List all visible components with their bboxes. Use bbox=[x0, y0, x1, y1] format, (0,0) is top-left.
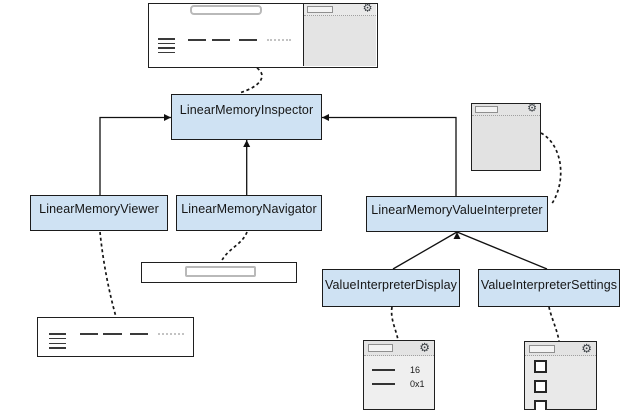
node-linear-memory-inspector: LinearMemoryInspector bbox=[171, 94, 322, 140]
node-label: LinearMemoryViewer bbox=[39, 202, 159, 216]
link-settings-window bbox=[548, 306, 560, 342]
gear-icon[interactable]: ⚙ bbox=[581, 341, 592, 355]
node-label: ValueInterpreterSettings bbox=[480, 278, 618, 292]
node-value-interpreter-display: ValueInterpreterDisplay bbox=[322, 269, 460, 307]
window-header: ⚙ bbox=[364, 341, 434, 356]
memory-bytes-sketch bbox=[80, 333, 98, 335]
panel-input-sketch[interactable] bbox=[306, 6, 333, 13]
gear-icon[interactable]: ⚙ bbox=[419, 340, 430, 355]
memory-viewer-wireframe bbox=[37, 317, 194, 357]
node-linear-memory-navigator: LinearMemoryNavigator bbox=[176, 195, 322, 231]
navigator-input-wireframe bbox=[141, 262, 297, 283]
memory-bytes-sketch bbox=[239, 39, 257, 41]
memory-bytes-sketch bbox=[103, 333, 122, 335]
window-input-sketch[interactable] bbox=[475, 106, 498, 113]
memory-bytes-sketch bbox=[130, 333, 148, 335]
node-label: LinearMemoryInspector bbox=[179, 103, 314, 117]
menu-lines-icon bbox=[158, 38, 175, 53]
address-field-sketch[interactable] bbox=[185, 266, 256, 277]
type-line-sketch bbox=[372, 383, 395, 385]
settings-checkbox[interactable] bbox=[534, 360, 547, 373]
type-line-sketch bbox=[372, 369, 395, 371]
value-text: 0x1 bbox=[410, 379, 425, 389]
menu-lines-icon bbox=[49, 333, 66, 349]
memory-ascii-sketch bbox=[267, 39, 291, 41]
window-input-sketch[interactable] bbox=[368, 344, 393, 352]
node-label: LinearMemoryNavigator bbox=[181, 202, 317, 216]
link-viewer-wireframe bbox=[99, 231, 117, 318]
link-wireframe-inspector bbox=[238, 67, 263, 94]
memory-bytes-sketch bbox=[188, 39, 206, 41]
link-window-valueinterpreter bbox=[540, 132, 562, 206]
memory-inspector-wireframe: ⚙ bbox=[148, 3, 378, 68]
memory-bytes-sketch bbox=[212, 39, 230, 41]
memory-ascii-sketch bbox=[158, 333, 184, 335]
edge-arrowheads bbox=[164, 114, 461, 239]
edge-inspector-valueinterpreter bbox=[322, 116, 457, 196]
settings-checkbox[interactable] bbox=[534, 400, 547, 410]
panel-header: ⚙ bbox=[303, 2, 376, 16]
node-linear-memory-viewer: LinearMemoryViewer bbox=[30, 195, 168, 231]
settings-window-mock: ⚙ bbox=[524, 341, 597, 410]
window-input-sketch[interactable] bbox=[529, 344, 555, 353]
value-row: 0x1 bbox=[372, 379, 425, 389]
edge-inspector-viewer bbox=[99, 116, 171, 195]
node-linear-memory-value-interpreter: LinearMemoryValueInterpreter bbox=[366, 196, 548, 232]
interpreter-window-mock: ⚙ bbox=[471, 103, 541, 171]
window-header: ⚙ bbox=[472, 102, 540, 116]
gear-icon[interactable]: ⚙ bbox=[362, 2, 373, 15]
edge-valueinterpreter-display bbox=[392, 231, 458, 270]
settings-checkbox[interactable] bbox=[534, 380, 547, 393]
display-window-mock: ⚙ 16 0x1 bbox=[363, 340, 435, 410]
interpreter-panel-sketch: ⚙ bbox=[302, 2, 376, 66]
link-navigator-input bbox=[220, 231, 248, 263]
edge-valueinterpreter-settings bbox=[456, 231, 548, 270]
node-label: LinearMemoryValueInterpreter bbox=[371, 203, 543, 217]
value-text: 16 bbox=[410, 365, 421, 375]
node-label: ValueInterpreterDisplay bbox=[325, 278, 457, 292]
link-display-window bbox=[390, 306, 399, 341]
window-header: ⚙ bbox=[525, 342, 596, 356]
node-value-interpreter-settings: ValueInterpreterSettings bbox=[478, 269, 620, 307]
address-input-sketch[interactable] bbox=[190, 5, 262, 15]
gear-icon[interactable]: ⚙ bbox=[527, 102, 537, 115]
value-row: 16 bbox=[372, 365, 420, 375]
